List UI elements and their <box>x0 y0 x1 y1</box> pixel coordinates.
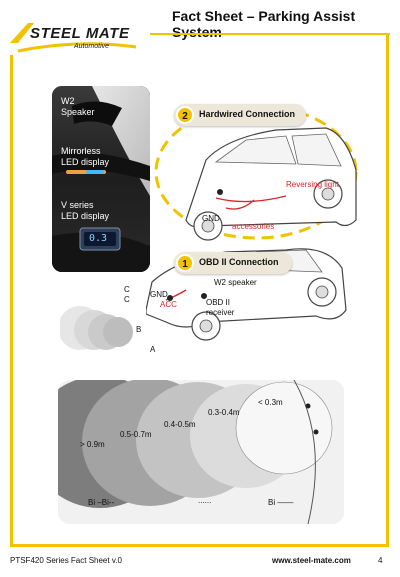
callout-label: Hardwired Connection <box>199 109 296 119</box>
obd-connection-callout: 1 OBD II Connection <box>174 252 292 274</box>
right-border <box>386 33 389 547</box>
car-installation-diagram <box>146 104 358 341</box>
zone-label-2: 0.5-0.7m <box>120 430 152 439</box>
footer-url[interactable]: www.steel-mate.com <box>272 556 351 565</box>
zones-illustration <box>58 380 344 524</box>
zone-label-5: < 0.3m <box>258 398 283 407</box>
obd-receiver-label: OBD II receiver <box>206 298 235 317</box>
led-readout: 0.3 <box>89 233 108 244</box>
accessories-label: accessories <box>232 222 275 231</box>
footer-series: PTSF420 Series Fact Sheet v.0 <box>10 556 122 565</box>
left-border <box>10 55 13 547</box>
sensor-a-label: A <box>150 345 156 354</box>
page-number: 4 <box>378 556 383 565</box>
beep-label-3: Bi —— <box>268 498 294 507</box>
gnd-label-top: GND <box>202 214 220 223</box>
sensor-c2-label: C <box>124 295 130 304</box>
zone-label-1: > 0.9m <box>80 440 105 449</box>
dashboard-illustration <box>52 86 150 272</box>
reversing-light-label: Reversing light <box>286 180 339 189</box>
callout-number: 2 <box>176 106 194 124</box>
top-divider <box>150 33 390 35</box>
header-band <box>0 0 400 34</box>
sensor-b-label: B <box>136 325 142 334</box>
detection-zones-panel: > 0.9m 0.5-0.7m 0.4-0.5m 0.3-0.4m < 0.3m… <box>58 380 344 524</box>
gnd-label-low: GND <box>150 290 168 299</box>
beep-label-1: Bi –Bi-- <box>88 498 115 507</box>
brand-name: STEEL MATE <box>30 25 130 42</box>
hardwired-connection-callout: 2 Hardwired Connection <box>174 104 306 126</box>
steelmate-logo: STEEL MATE Automotive <box>8 17 140 55</box>
callout-number: 1 <box>176 254 194 272</box>
page-title: Fact Sheet – Parking Assist System <box>172 8 356 40</box>
brand-subtitle: Automotive <box>74 43 110 50</box>
callout-label: OBD II Connection <box>199 257 279 267</box>
beep-label-2: ...... <box>198 496 212 505</box>
sensor-waves-icon <box>60 306 133 350</box>
logo-swoosh-icon <box>10 23 137 53</box>
sensor-c1-label: C <box>124 285 130 294</box>
zone-label-3: 0.4-0.5m <box>164 420 196 429</box>
w2-speaker-car-label: W2 speaker <box>214 278 257 287</box>
acc-label: ACC <box>160 300 177 309</box>
bottom-border <box>10 544 389 547</box>
zone-label-4: 0.3-0.4m <box>208 408 240 417</box>
